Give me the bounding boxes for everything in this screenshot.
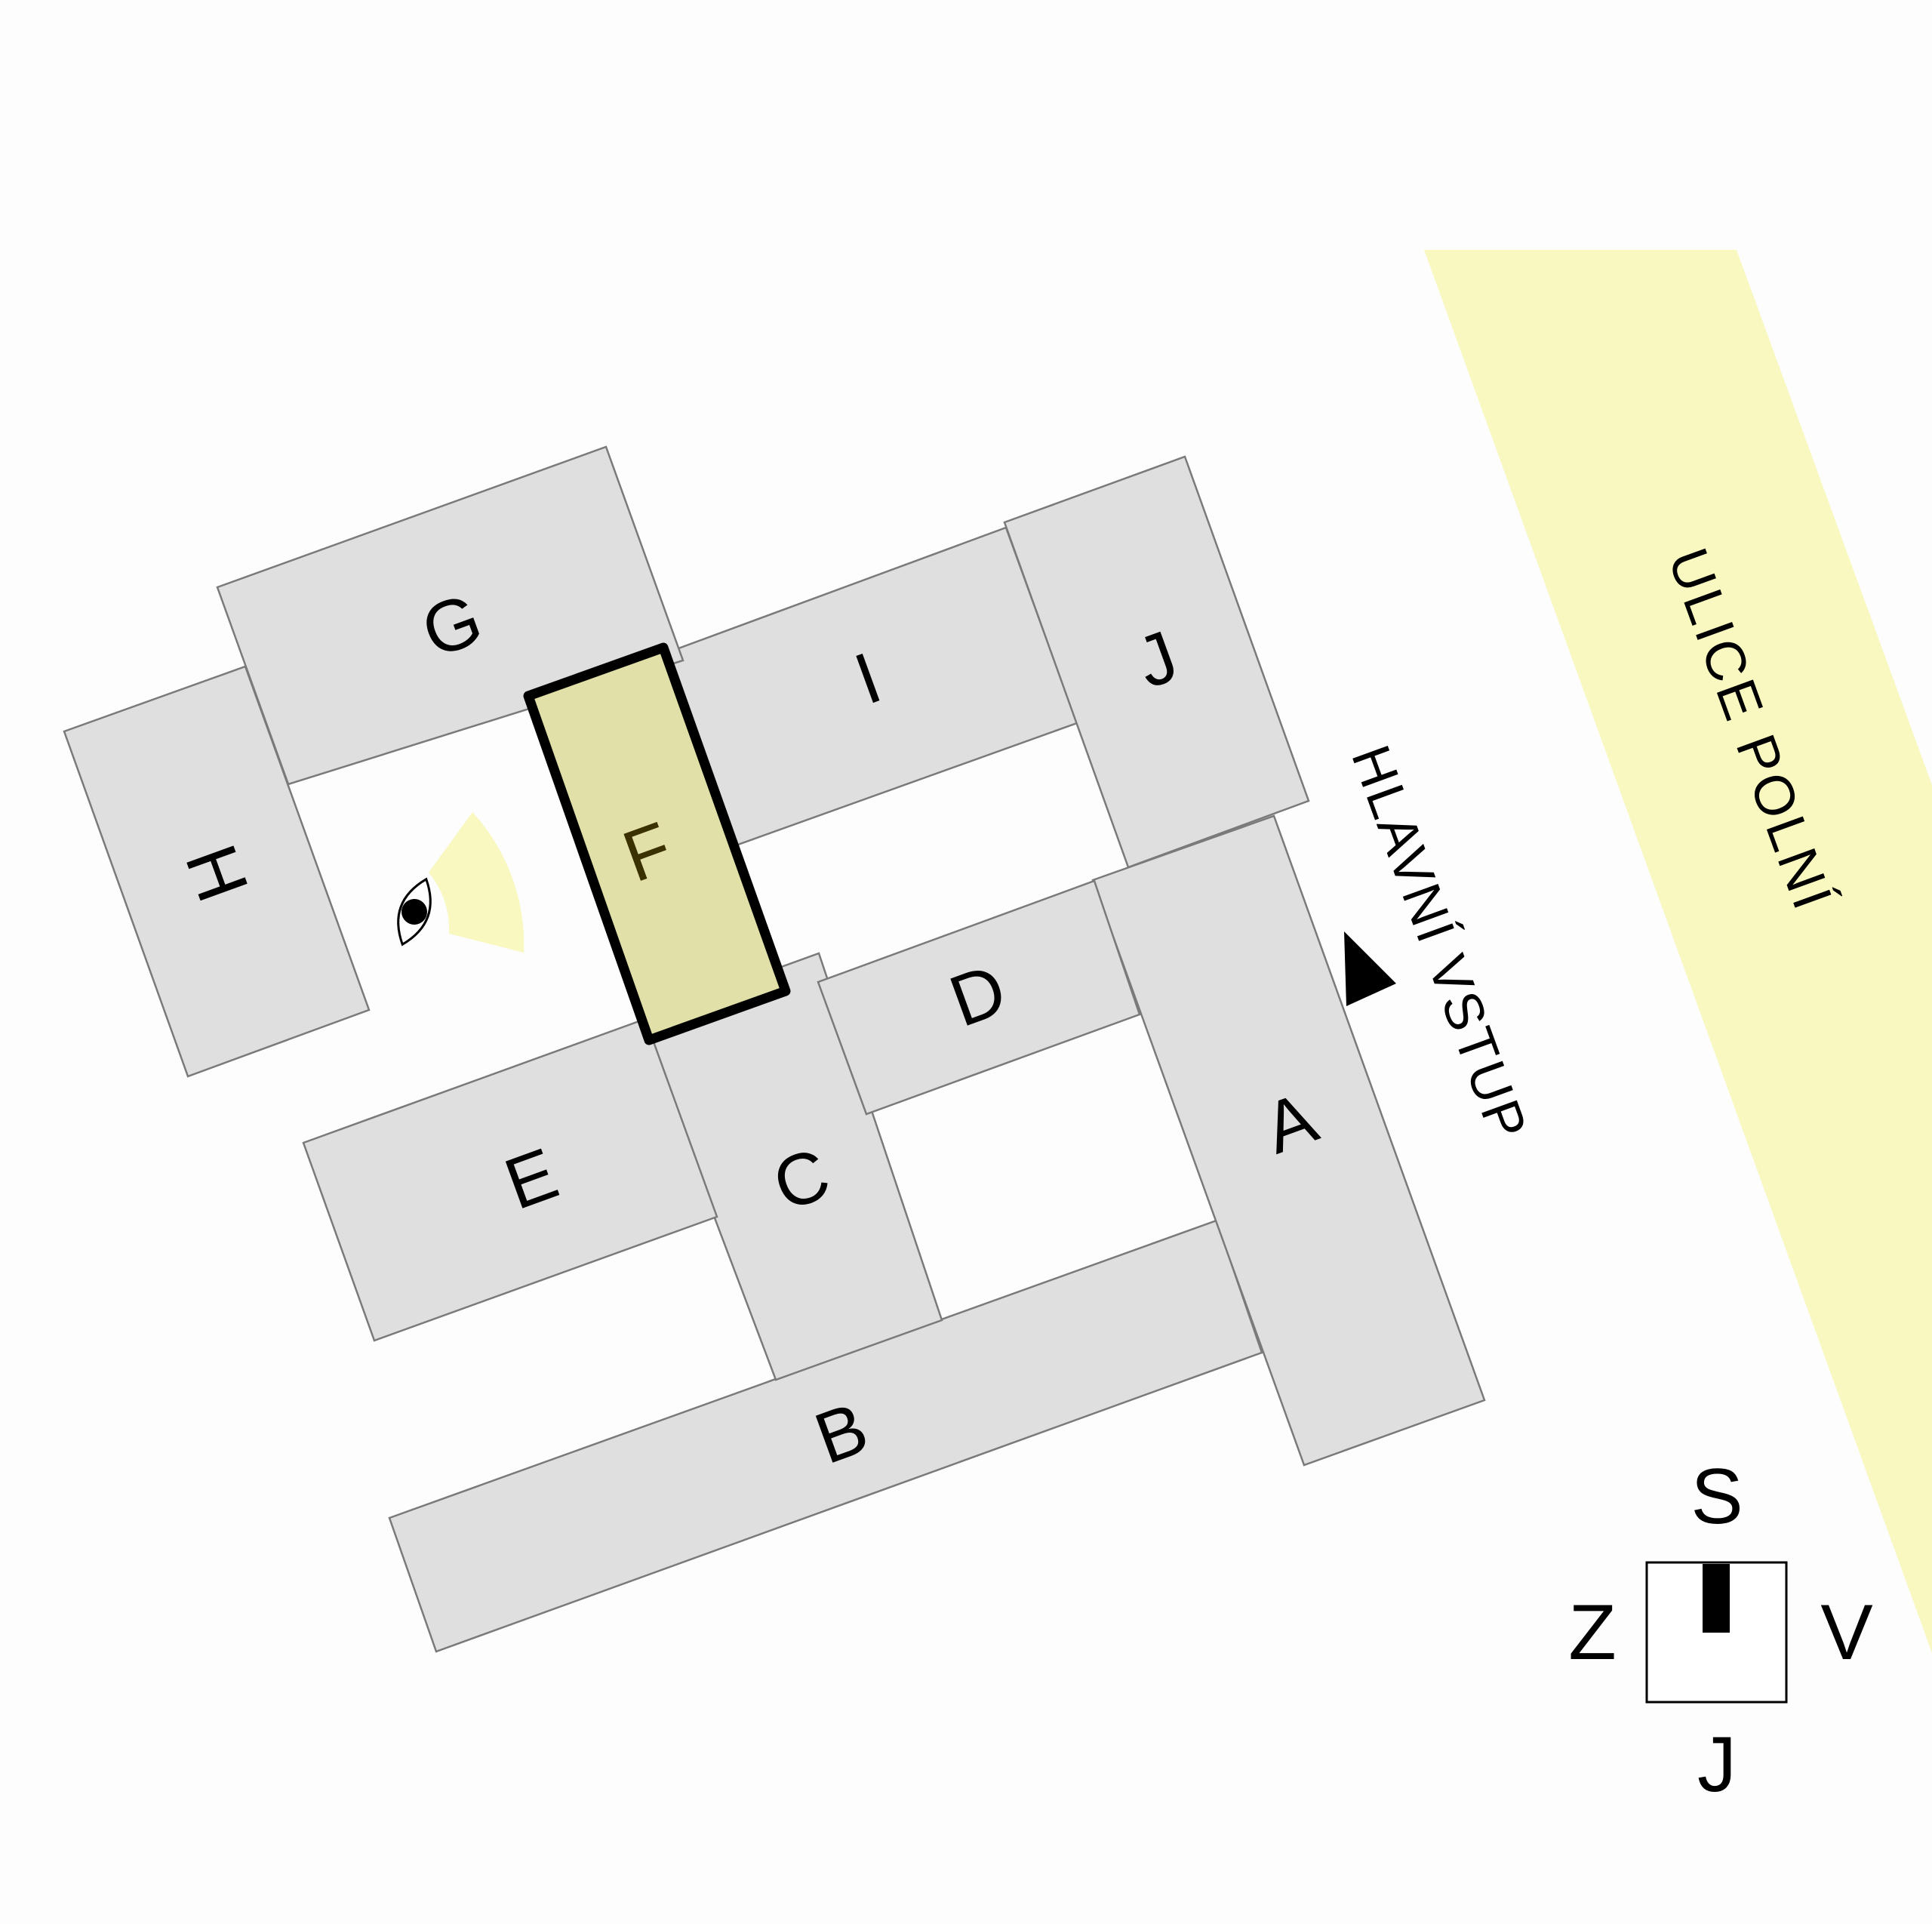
building-h[interactable] [63, 665, 371, 1078]
building-f-highlighted[interactable] [523, 642, 791, 1045]
triangle-arrow-icon [1344, 931, 1396, 1006]
eye-icon [397, 877, 432, 947]
view-cone [429, 812, 525, 953]
compass-needle [1703, 1564, 1730, 1633]
building-d[interactable] [817, 879, 1141, 1116]
building-j[interactable] [1003, 455, 1310, 869]
compass-west: Z [1568, 1589, 1617, 1676]
building-e[interactable] [302, 1017, 718, 1342]
compass: S J V Z [1568, 1453, 1872, 1809]
street-polni [1424, 250, 1932, 1653]
compass-east: V [1820, 1589, 1872, 1676]
building-a[interactable] [1091, 814, 1486, 1467]
compass-south: J [1697, 1721, 1737, 1809]
compass-north: S [1690, 1453, 1743, 1541]
